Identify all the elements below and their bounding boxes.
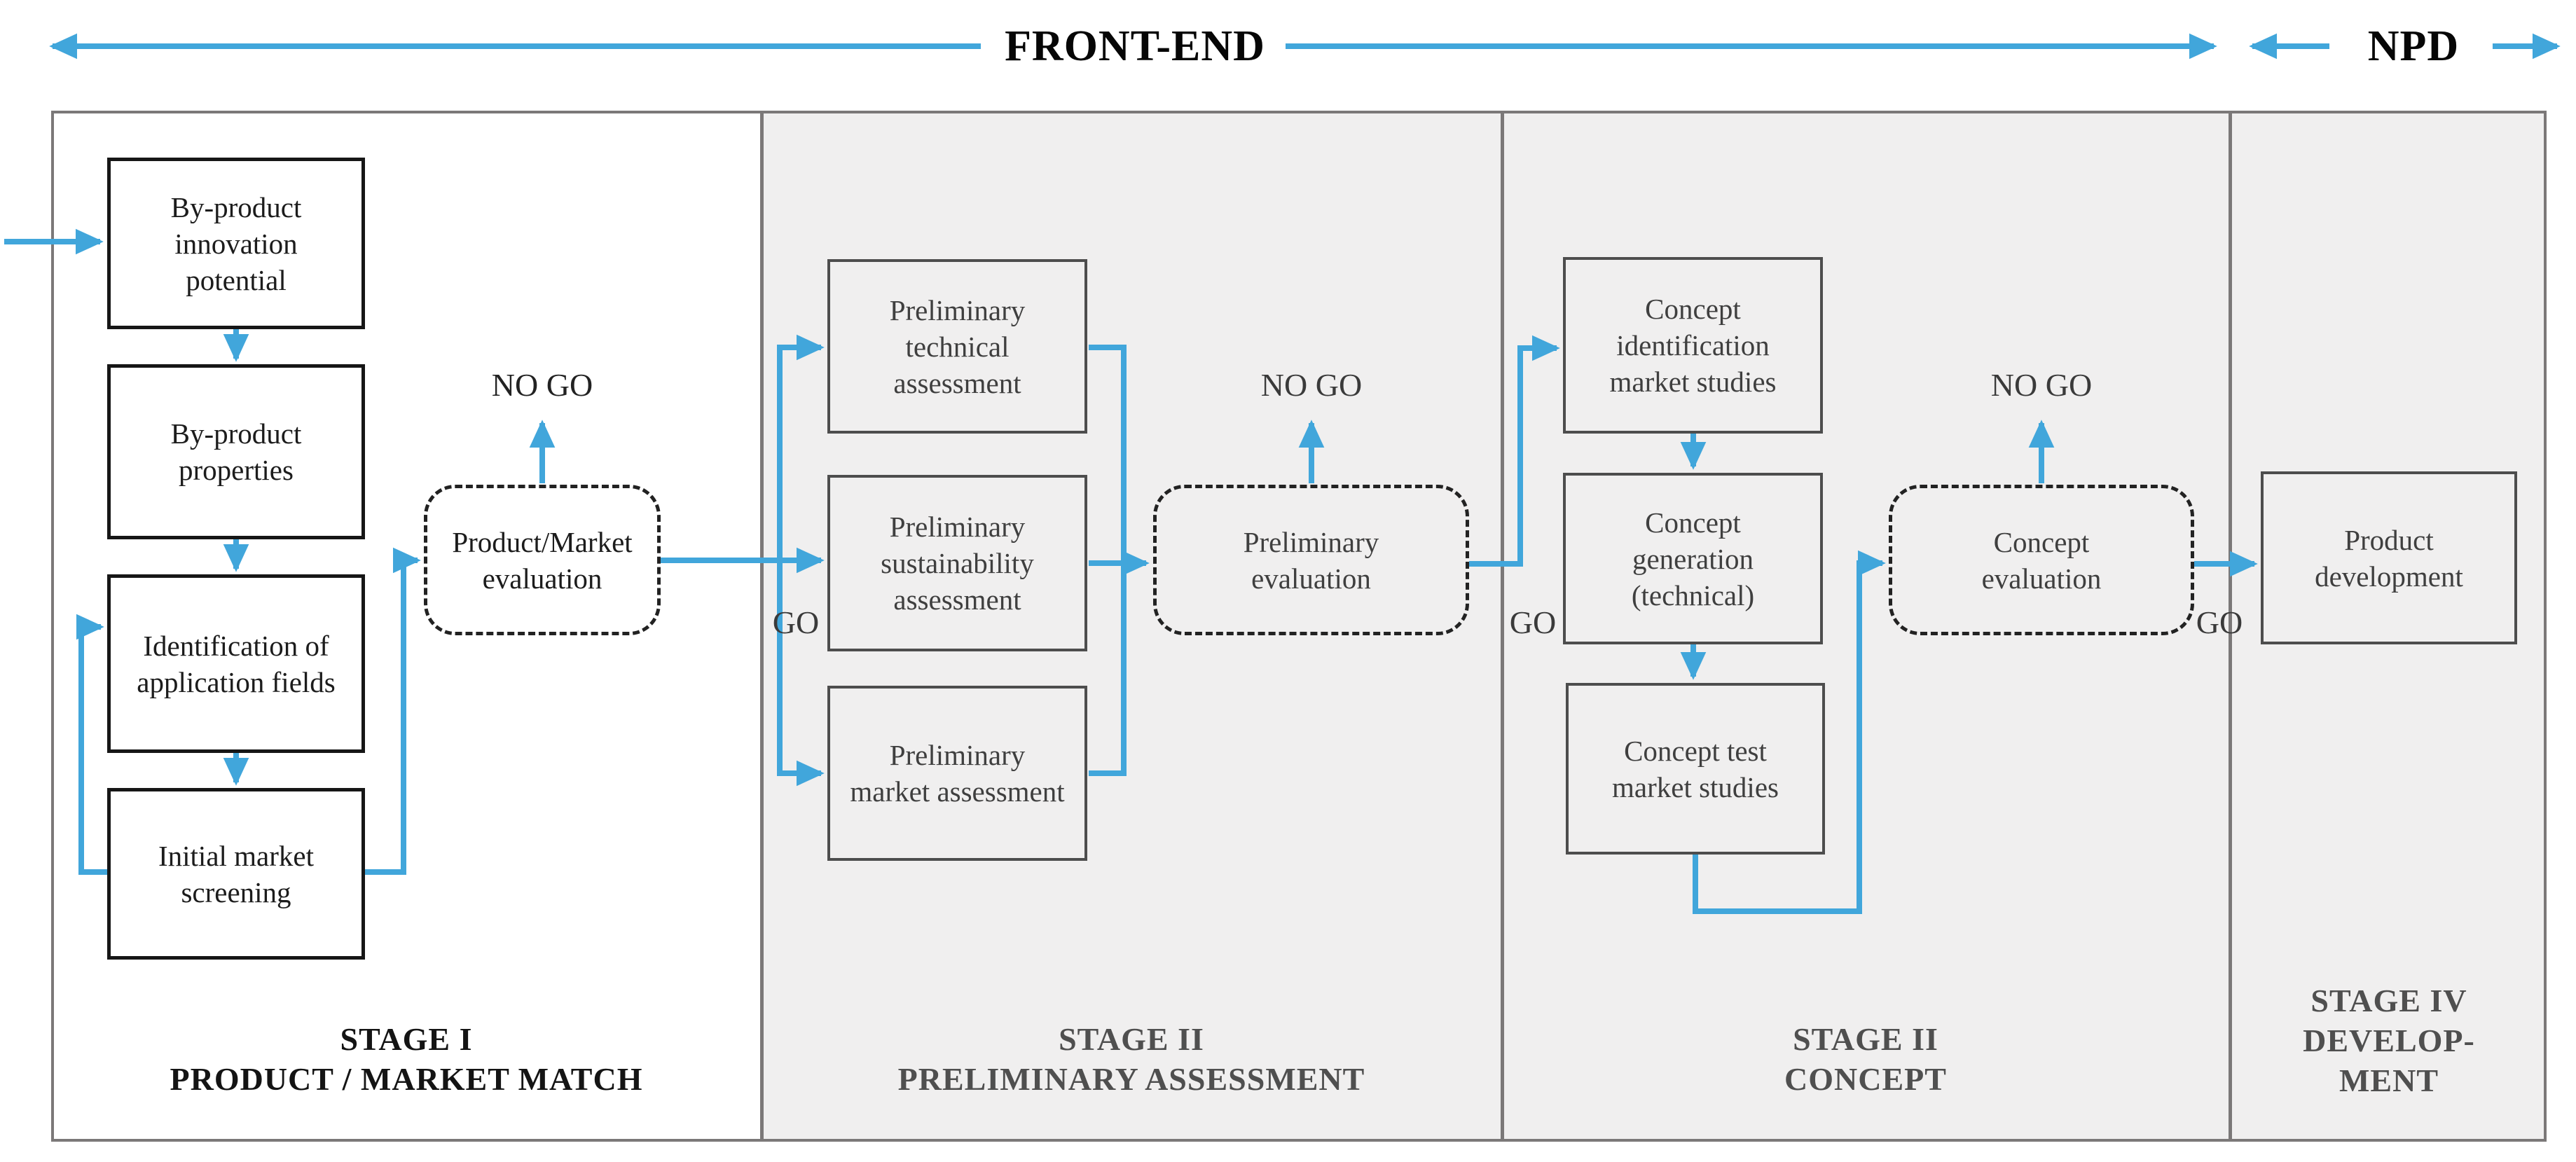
box-identification-application-fields: Identification of application fields: [107, 574, 365, 753]
stage2-title-line2: PRELIMINARY ASSESSMENT: [897, 1061, 1365, 1097]
stage4-title-line2: DEVELOP-: [2303, 1023, 2475, 1058]
stage2-title-line1: STAGE II: [1059, 1021, 1204, 1057]
box-preliminary-sustainability-assessment: Preliminary sustainability assessment: [827, 475, 1087, 651]
box-initial-market-screening: Initial market screening: [107, 788, 365, 960]
go-label-stage3: GO: [2196, 604, 2243, 640]
go-label-stage2: GO: [1509, 604, 1557, 640]
box-concept-generation-technical: Concept generation (technical): [1563, 473, 1823, 644]
stage3-title: STAGE II CONCEPT: [1585, 1019, 2146, 1099]
box-product-development: Product development: [2261, 471, 2517, 644]
stage3-title-line1: STAGE II: [1793, 1021, 1938, 1057]
arrow-screening-to-pm-evaluation: [365, 547, 421, 875]
box-concept-identification-market-studies: Concept identification market studies: [1563, 257, 1823, 434]
stage2-title: STAGE II PRELIMINARY ASSESSMENT: [851, 1019, 1412, 1099]
arrow-test-to-concept-evaluation: [1693, 550, 1886, 914]
nogo-label-stage3: NO GO: [1990, 367, 2093, 403]
gate-product-market-evaluation: Product/Market evaluation: [424, 485, 661, 635]
stage2-stage3-divider: [1501, 111, 1504, 1142]
stage3-title-line2: CONCEPT: [1784, 1061, 1947, 1097]
box-preliminary-market-assessment: Preliminary market assessment: [827, 686, 1087, 861]
nogo-label-stage2: NO GO: [1260, 367, 1363, 403]
go2-to-concept-identification: [1469, 335, 1560, 567]
stage1-title-line2: PRODUCT / MARKET MATCH: [170, 1061, 643, 1097]
stage3-stage4-divider: [2229, 111, 2232, 1142]
stage4-title-line1: STAGE IV: [2310, 983, 2467, 1018]
gate-concept-evaluation: Concept evaluation: [1889, 485, 2194, 635]
go1-to-technical: [661, 334, 825, 563]
box-byproduct-innovation-potential: By-product innovation potential: [107, 158, 365, 329]
box-byproduct-properties: By-product properties: [107, 364, 365, 539]
box-preliminary-technical-assessment: Preliminary technical assessment: [827, 259, 1087, 434]
nogo-label-stage1: NO GO: [491, 367, 593, 403]
go-label-stage1: GO: [772, 604, 820, 640]
stage4-title-line3: MENT: [2339, 1063, 2439, 1098]
stage1-title-line1: STAGE I: [340, 1021, 473, 1057]
npd-span-label: NPD: [2367, 22, 2460, 70]
stage4-title: STAGE IV DEVELOP- MENT: [2270, 981, 2508, 1100]
stage1-title: STAGE I PRODUCT / MARKET MATCH: [126, 1019, 687, 1099]
box-concept-test-market-studies: Concept test market studies: [1566, 683, 1825, 855]
stage1-stage2-divider: [760, 111, 764, 1142]
feedback-screening-to-identification: [76, 614, 107, 875]
front-end-span-label: FRONT-END: [1005, 22, 1265, 70]
go1-to-market: [777, 560, 825, 787]
gate-preliminary-evaluation: Preliminary evaluation: [1153, 485, 1469, 635]
